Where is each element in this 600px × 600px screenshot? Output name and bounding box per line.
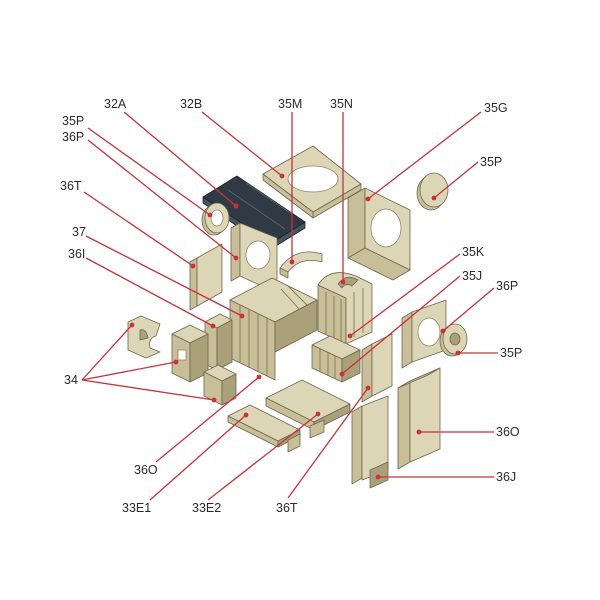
callout-35p-right: 35P — [500, 346, 522, 360]
leader-lines — [81, 111, 498, 501]
callout-35j: 35J — [462, 269, 482, 283]
part-32b-top-plate — [262, 145, 362, 219]
callout-33e1: 33E1 — [122, 501, 151, 515]
part-34-block-a — [127, 315, 161, 359]
part-35k-ribbed-block — [311, 335, 361, 383]
callout-35g: 35G — [484, 101, 508, 115]
part-35m-curved-piece — [279, 251, 323, 279]
callout-36j: 36J — [496, 470, 516, 484]
part-37-core-block — [229, 277, 318, 381]
callout-36i: 36I — [68, 247, 85, 261]
part-34-block-c — [203, 364, 237, 406]
part-36t-left-panel — [189, 243, 223, 311]
callout-35n: 35N — [330, 97, 353, 111]
part-33e1-front-slab — [227, 404, 301, 453]
callout-34: 34 — [64, 373, 78, 387]
part-36i-ribbed-piece — [204, 313, 233, 371]
callout-35m: 35M — [278, 97, 302, 111]
callout-37: 37 — [72, 225, 86, 239]
callout-35p-left: 35P — [62, 114, 84, 128]
callout-36o-left: 36O — [134, 463, 158, 477]
part-36p-right-ring-panel — [401, 299, 447, 369]
callout-36p-right: 36P — [496, 279, 518, 293]
callout-35k: 35K — [462, 245, 485, 259]
part-35p-disk-right — [439, 323, 468, 357]
part-36o-right-panel — [397, 367, 441, 470]
callout-36t-bottom: 36T — [276, 501, 298, 515]
part-36p-ring-panel — [230, 222, 278, 294]
part-36j-panel — [351, 395, 389, 489]
part-34-block-b — [171, 324, 209, 383]
part-35g-rear-panel — [347, 187, 411, 281]
callout-35p-top-right: 35P — [480, 155, 502, 169]
part-35p-disk-top — [416, 172, 449, 211]
callout-33e2: 33E2 — [192, 501, 221, 515]
part-35p-36p-left-ring — [201, 202, 230, 236]
callout-36t-left: 36T — [60, 179, 82, 193]
callout-labels: 32A 32B 35M 35N 35G 35P 36P 35P 36T 37 3… — [60, 97, 522, 515]
callout-36p-left: 36P — [62, 130, 84, 144]
callout-36o-right: 36O — [496, 425, 520, 439]
callout-32b: 32B — [180, 97, 202, 111]
callout-32a: 32A — [104, 97, 127, 111]
